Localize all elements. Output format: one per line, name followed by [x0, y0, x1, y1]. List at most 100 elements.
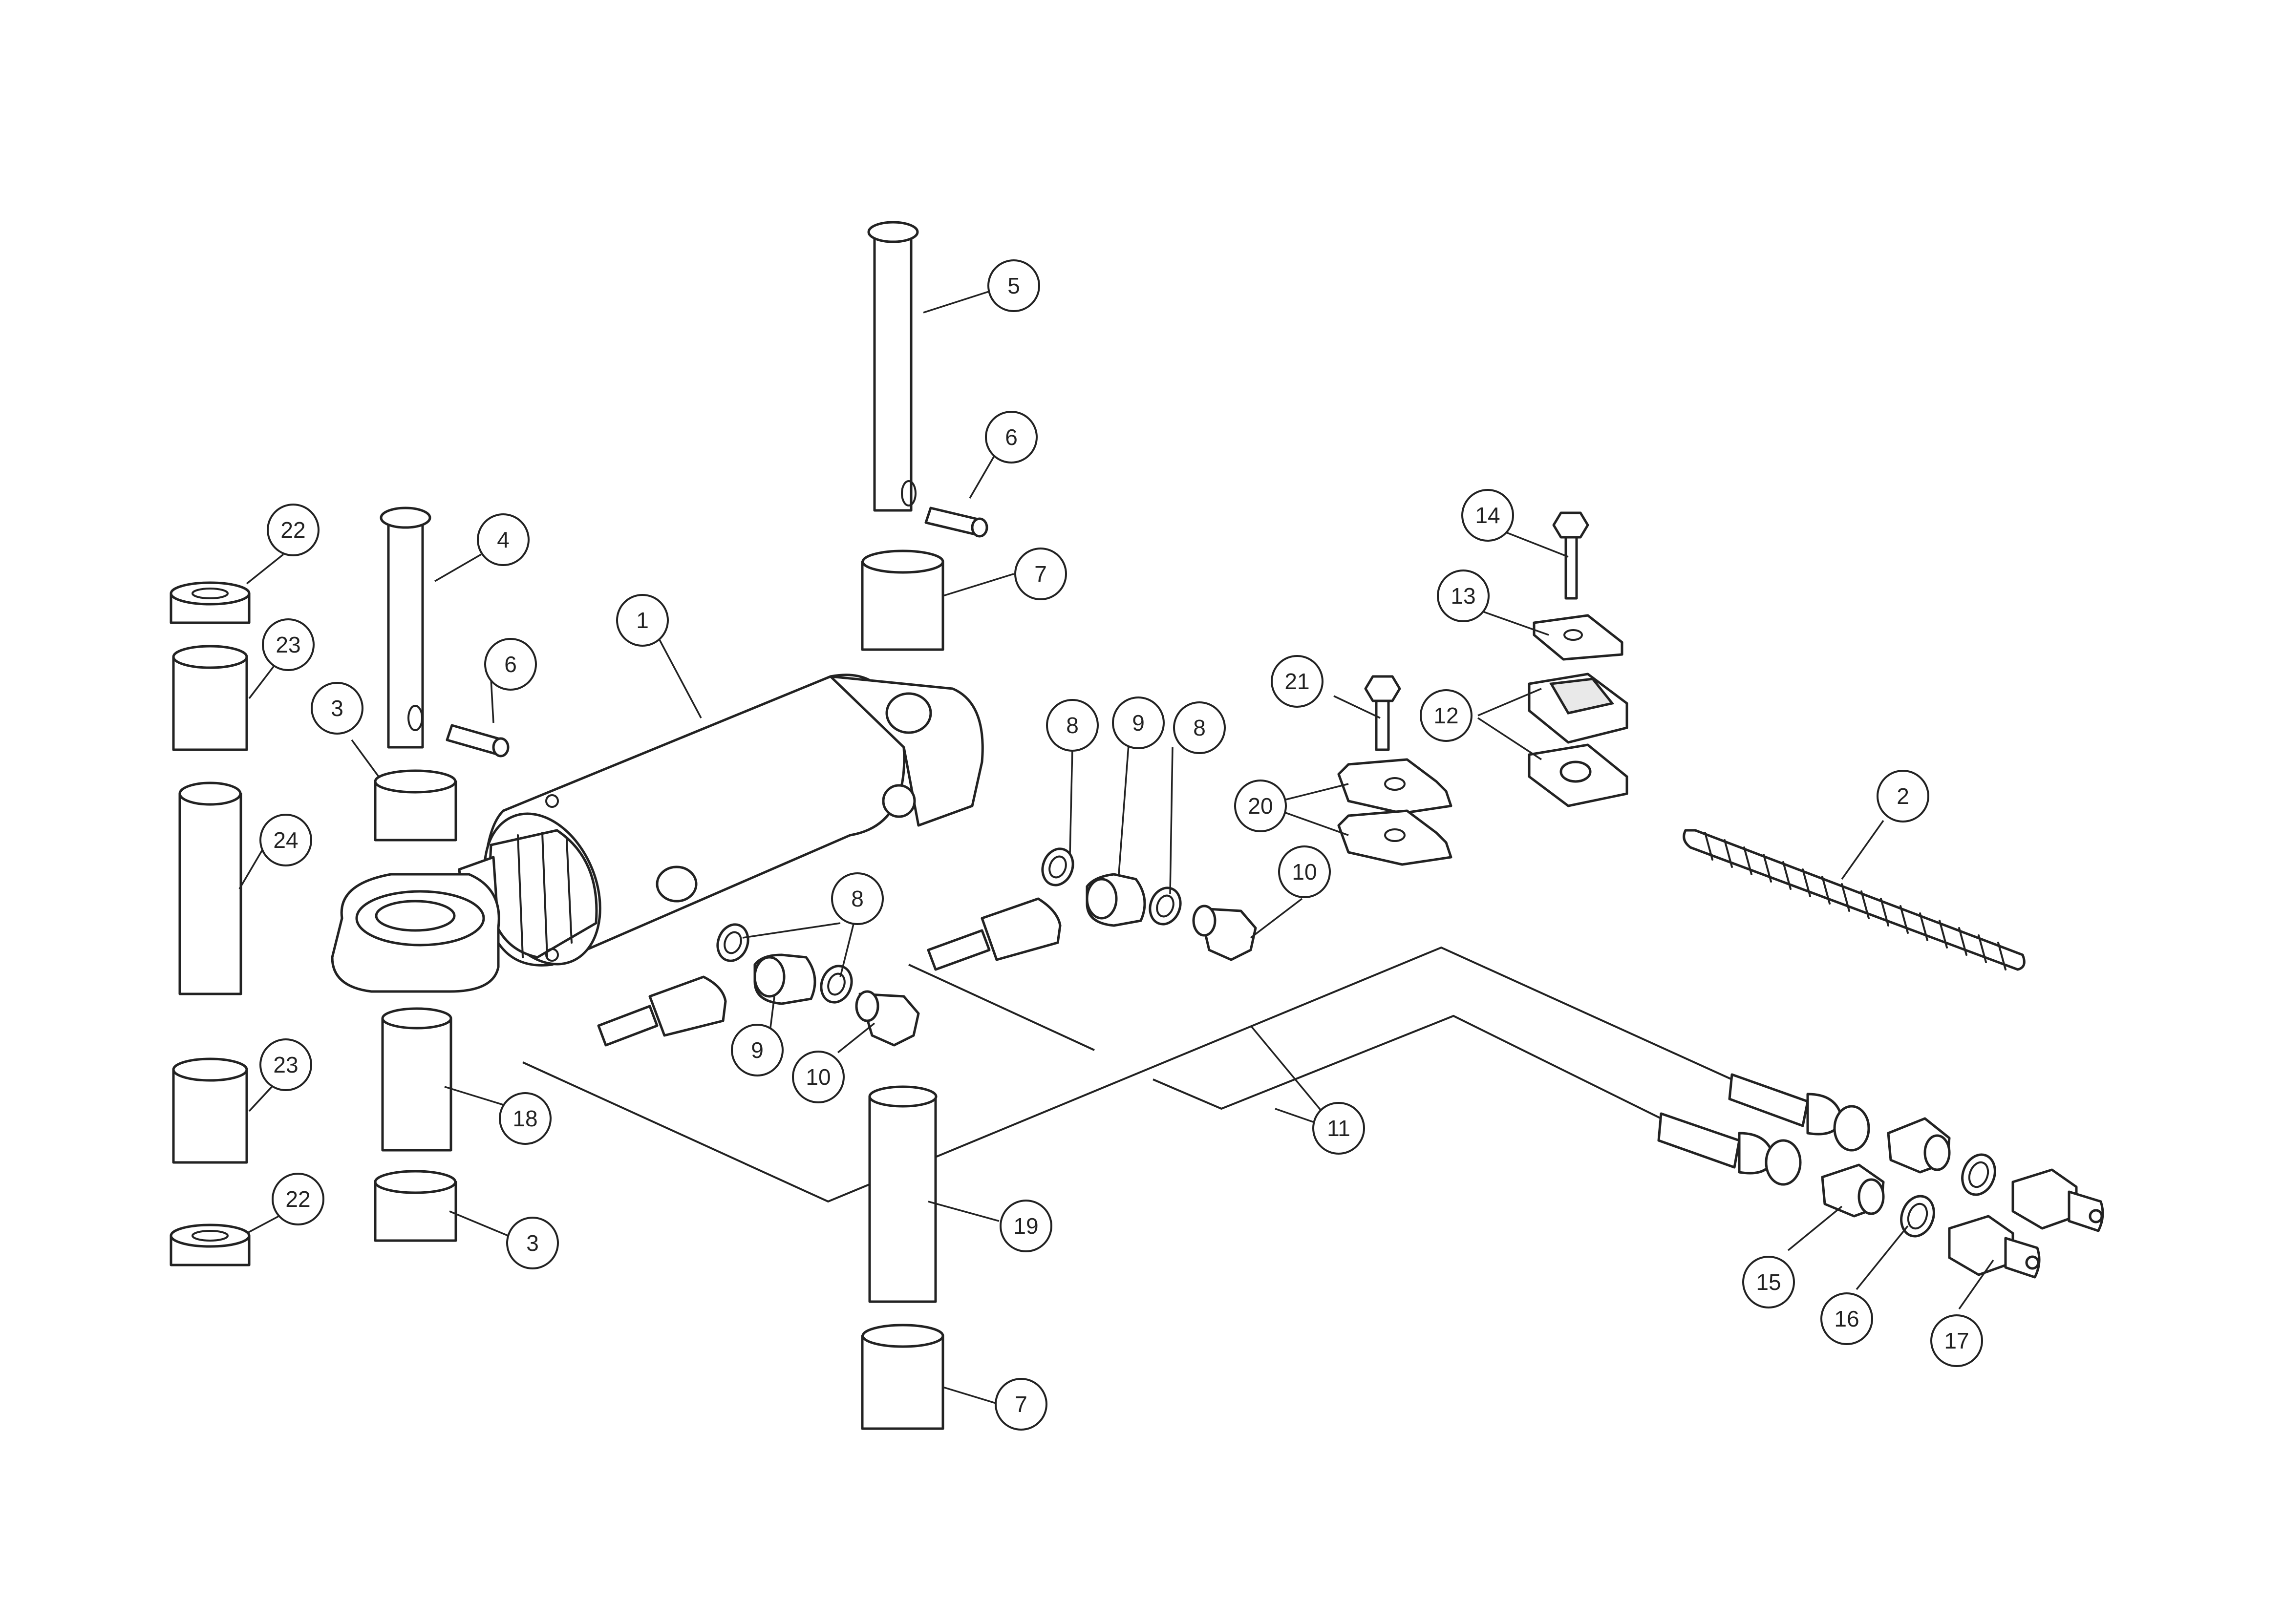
washer-16-b [1900, 1195, 1935, 1238]
hydraulic-cylinder [331, 674, 984, 993]
spacer-ring-lower [170, 1223, 251, 1266]
bush-7-lower [861, 1324, 944, 1430]
clamp-halves [1528, 673, 1628, 807]
svg-text:3: 3 [331, 696, 343, 721]
spiral-hose-guard [1683, 829, 2026, 971]
quick-coupler-17-a [2011, 1168, 2104, 1232]
leader-lines [238, 290, 1994, 1405]
bush-23-lower [172, 1057, 248, 1164]
callout-23-upper: 23 [262, 618, 315, 671]
pin-short [380, 506, 431, 749]
callout-16: 16 [1820, 1292, 1873, 1345]
roll-pin-upper [924, 506, 988, 538]
cover-plate [1533, 614, 1623, 661]
svg-text:19: 19 [1013, 1213, 1038, 1239]
adapter-15-b [1821, 1163, 1885, 1218]
hydraulic-hoses [522, 946, 1732, 1203]
svg-text:11: 11 [1327, 1116, 1350, 1141]
svg-text:7: 7 [1015, 1392, 1027, 1417]
callout-21: 21 [1271, 655, 1323, 708]
bolt-14 [1552, 511, 1589, 600]
svg-text:17: 17 [1944, 1328, 1969, 1353]
callout-7-lower: 7 [995, 1378, 1047, 1431]
svg-text:9: 9 [1132, 710, 1145, 736]
banjo-bolt-10-b [1192, 905, 1257, 961]
svg-text:2: 2 [1897, 783, 1909, 809]
spacer-ring-upper [170, 581, 251, 624]
callout-14: 14 [1461, 489, 1514, 542]
callout-22-lower: 22 [272, 1173, 324, 1225]
svg-text:22: 22 [285, 1186, 310, 1212]
banjo-9-b [1086, 873, 1146, 927]
svg-text:6: 6 [1005, 424, 1018, 450]
callout-18: 18 [499, 1092, 552, 1145]
callout-20: 20 [1234, 780, 1287, 832]
callout-23-lower: 23 [259, 1038, 312, 1091]
callout-11: 11 [1312, 1102, 1365, 1155]
svg-text:7: 7 [1034, 561, 1047, 587]
callout-7-upper: 7 [1014, 548, 1067, 600]
callout-15: 15 [1742, 1256, 1795, 1308]
svg-text:20: 20 [1248, 793, 1273, 819]
svg-text:23: 23 [273, 1052, 298, 1077]
sleeve-19 [868, 1085, 938, 1303]
callout-24: 24 [259, 814, 312, 866]
callout-9-b: 9 [731, 1024, 784, 1076]
svg-text:13: 13 [1451, 583, 1475, 609]
roll-pin-lower [446, 724, 510, 758]
sleeve-18 [381, 1007, 452, 1152]
svg-text:8: 8 [1066, 713, 1079, 738]
hose-crimp-lower [1657, 1112, 1802, 1186]
svg-text:23: 23 [276, 632, 300, 657]
svg-text:12: 12 [1433, 703, 1458, 728]
svg-text:5: 5 [1007, 273, 1020, 298]
pin-long [867, 221, 919, 512]
callout-4: 4 [477, 513, 530, 566]
svg-text:24: 24 [273, 827, 298, 853]
banjo-9-a [753, 953, 816, 1005]
callout-12: 12 [1420, 689, 1473, 742]
callout-22-upper: 22 [267, 504, 320, 556]
callout-6-lower: 6 [484, 638, 537, 691]
callout-3-lower: 3 [506, 1217, 559, 1269]
svg-text:18: 18 [512, 1106, 537, 1131]
quick-coupler-17-b [1948, 1215, 2041, 1279]
svg-text:21: 21 [1284, 669, 1309, 694]
washer-16-a [1961, 1153, 1996, 1196]
banjo-bolt-10-a [855, 990, 920, 1047]
callout-19: 19 [1000, 1200, 1052, 1252]
callout-10-b: 10 [792, 1051, 845, 1103]
svg-text:15: 15 [1756, 1269, 1781, 1295]
clamp-brackets [1337, 758, 1452, 866]
callout-9-a: 9 [1112, 696, 1165, 749]
callout-8-b: 8 [1173, 701, 1226, 754]
svg-text:8: 8 [1193, 715, 1206, 740]
bush-lower [374, 1170, 457, 1242]
bolt-21 [1364, 675, 1401, 751]
washer-8-a [716, 923, 749, 962]
svg-text:6: 6 [504, 652, 517, 677]
sleeve-24 [178, 781, 242, 995]
bush-upper [374, 769, 457, 842]
adapter-15-a [1887, 1117, 1951, 1174]
callout-5: 5 [987, 259, 1040, 312]
svg-text:1: 1 [636, 608, 649, 633]
hose-fitting-right [927, 897, 1062, 971]
callout-13: 13 [1437, 569, 1490, 622]
callout-2: 2 [1877, 770, 1929, 823]
bush-23-upper [172, 645, 248, 751]
svg-text:9: 9 [751, 1037, 764, 1063]
callout-17: 17 [1930, 1314, 1983, 1367]
svg-text:16: 16 [1834, 1306, 1859, 1331]
svg-text:22: 22 [280, 517, 305, 543]
svg-text:3: 3 [526, 1230, 539, 1256]
washer-8-d [1149, 886, 1182, 926]
bush-7-upper [861, 549, 944, 651]
svg-text:8: 8 [851, 886, 864, 911]
callout-8-c: 8 [831, 872, 884, 925]
svg-text:10: 10 [1292, 859, 1317, 885]
callout-6-upper: 6 [985, 411, 1038, 464]
hose-crimp-upper [1728, 1073, 1870, 1152]
callout-1: 1 [616, 594, 669, 647]
